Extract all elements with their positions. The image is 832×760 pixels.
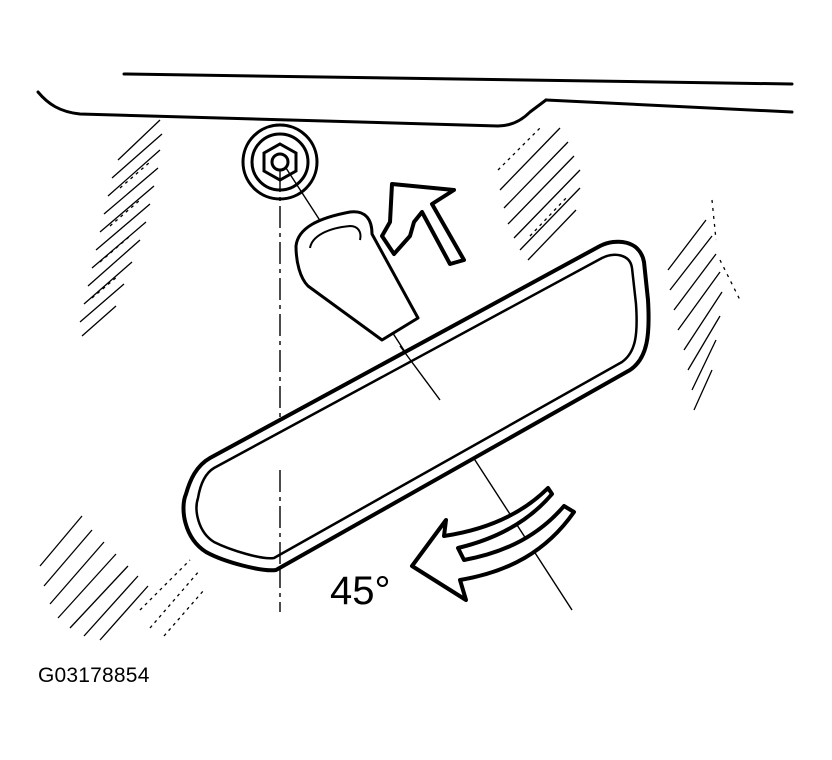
glass-hatching bbox=[39, 119, 741, 641]
rearview-mirror bbox=[181, 239, 651, 573]
angle-label: 45° bbox=[330, 569, 391, 613]
center-lines-over bbox=[279, 345, 441, 566]
windshield-edge bbox=[36, 72, 794, 128]
up-arrow-icon bbox=[380, 182, 466, 266]
figure-code: G03178854 bbox=[38, 664, 150, 687]
rotate-arrow-icon bbox=[410, 486, 576, 602]
mirror-arm bbox=[294, 210, 420, 342]
